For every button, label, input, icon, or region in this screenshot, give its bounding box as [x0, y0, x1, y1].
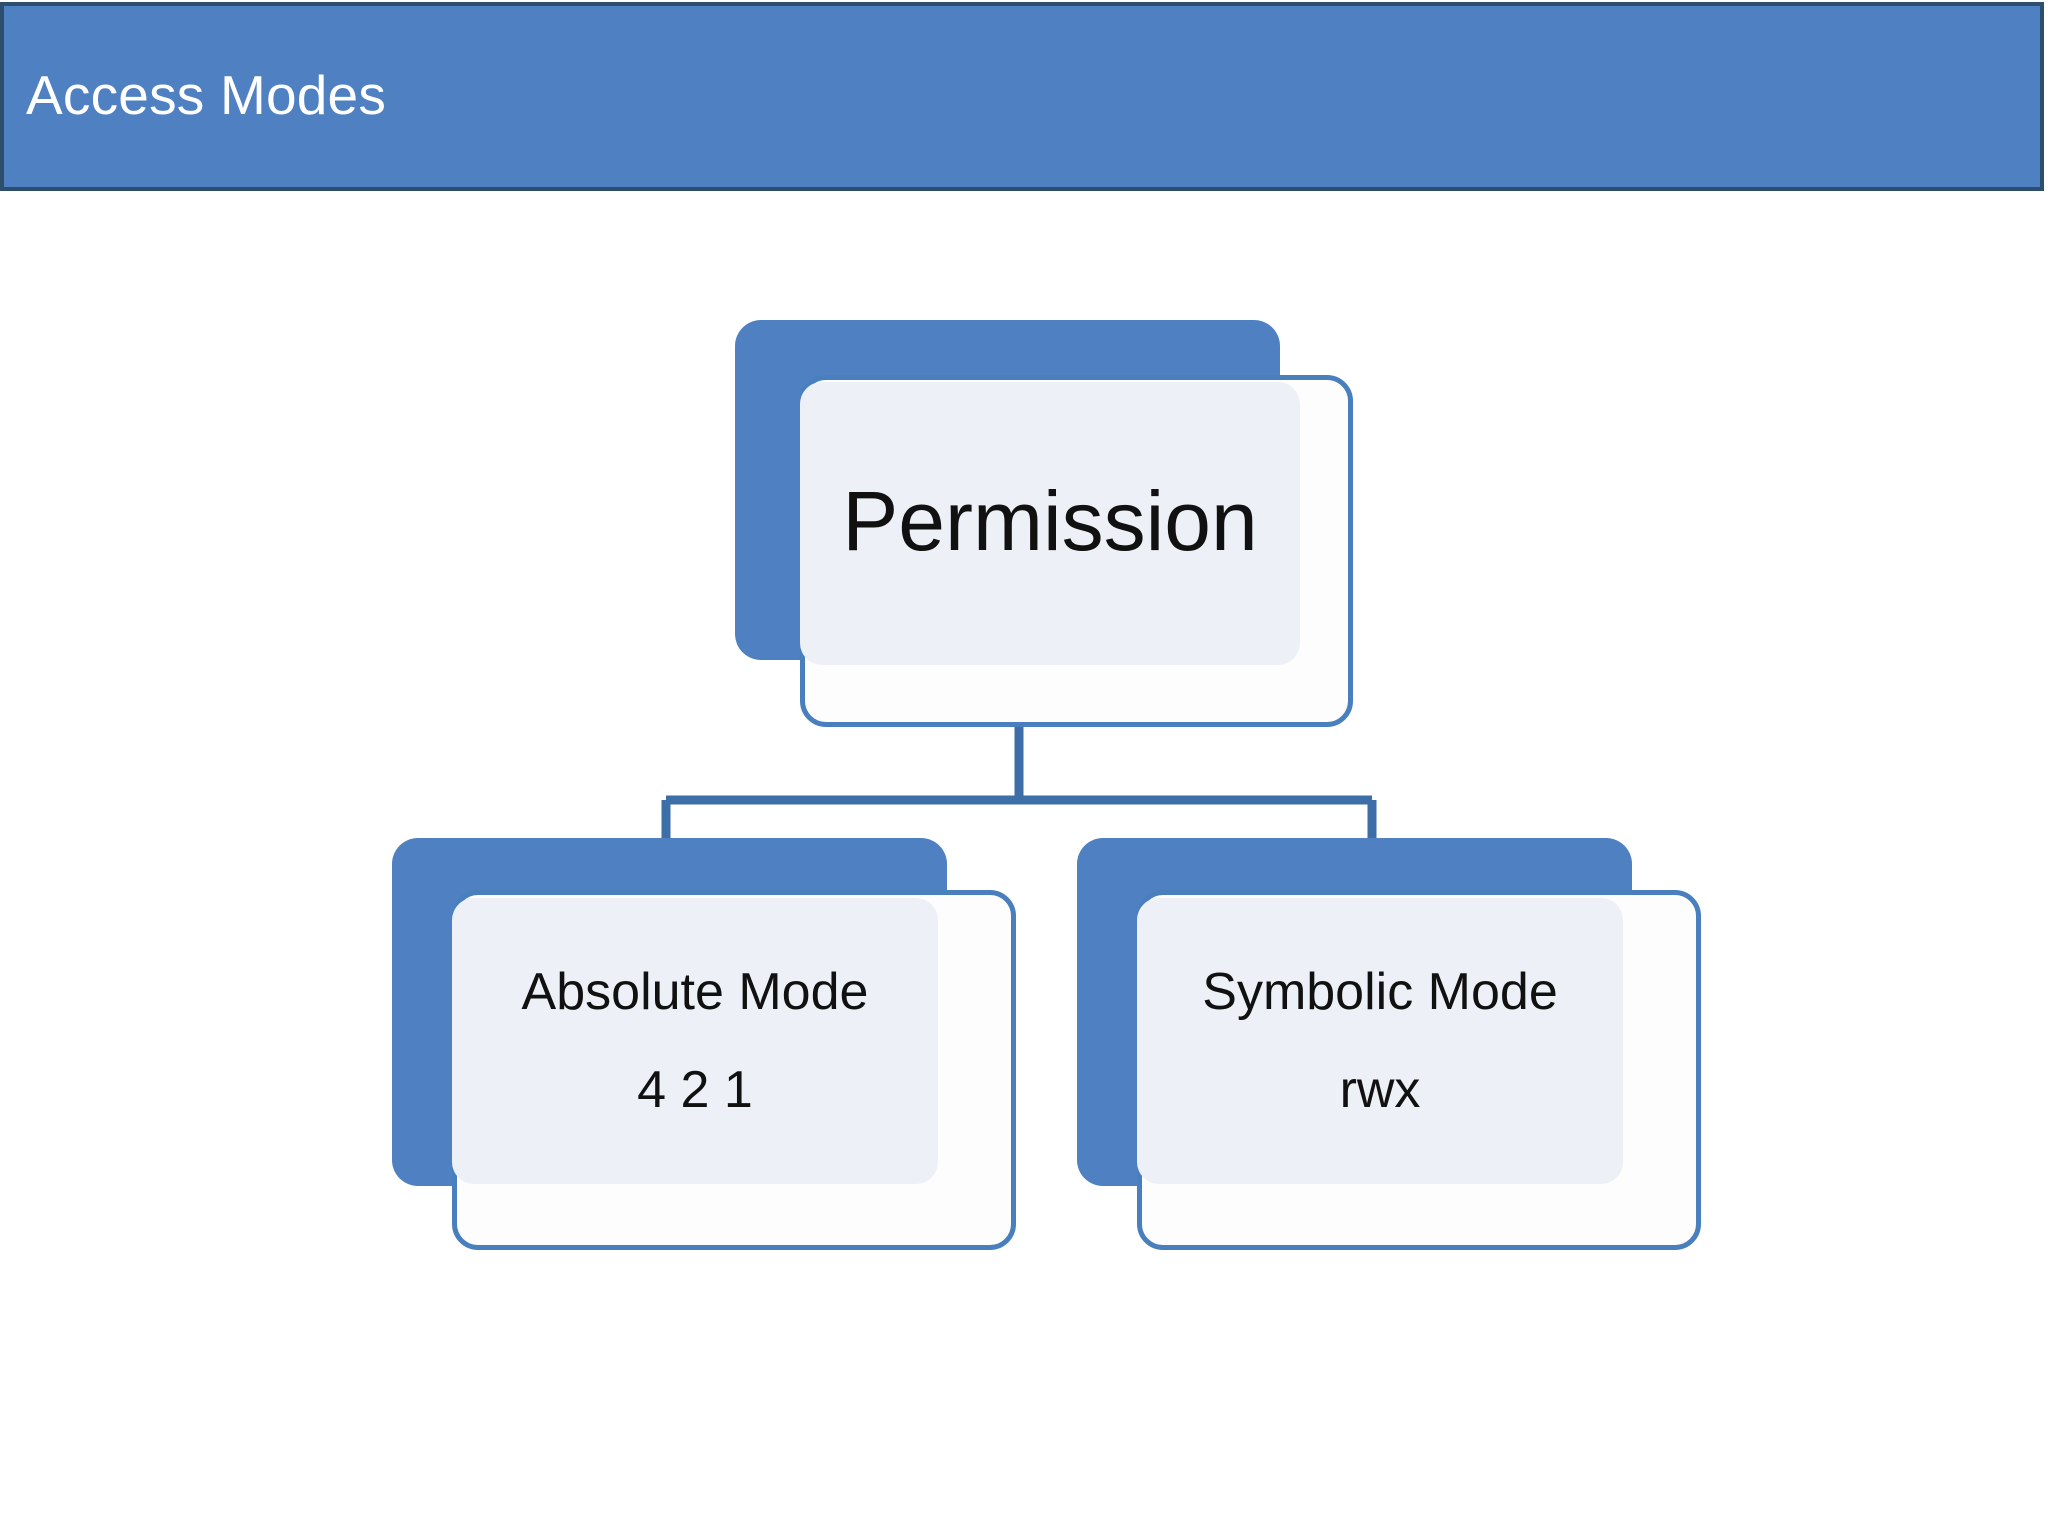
page-title: Access Modes [26, 64, 387, 126]
node-symbolic-mode-sublabel: rwx [1339, 1061, 1421, 1119]
node-absolute-mode-sublabel: 4 2 1 [637, 1061, 753, 1119]
node-permission-label: Permission [842, 474, 1258, 569]
node-symbolic-mode-body[interactable]: Symbolic Mode rwx [1137, 898, 1623, 1184]
slide-title-banner: Access Modes [0, 2, 2044, 191]
node-absolute-mode-label: Absolute Mode [521, 962, 869, 1021]
node-absolute-mode-body[interactable]: Absolute Mode 4 2 1 [452, 898, 938, 1184]
node-permission-body[interactable]: Permission [800, 382, 1300, 665]
node-symbolic-mode-label: Symbolic Mode [1202, 962, 1558, 1021]
